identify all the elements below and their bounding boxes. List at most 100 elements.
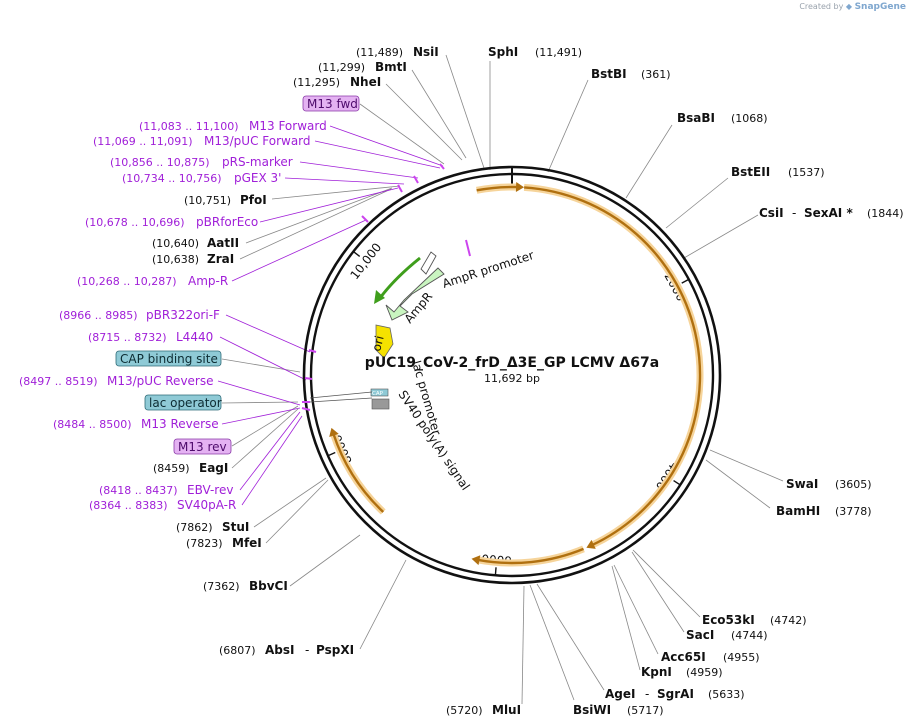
enzyme-pos-aatii: (10,640)	[152, 237, 199, 250]
connector-capsite	[221, 358, 301, 373]
connector-m13pucfwd	[314, 140, 441, 169]
enzyme-name-saci[interactable]: SacI	[686, 628, 714, 642]
primer-markers	[301, 163, 471, 411]
polya-feature	[371, 398, 390, 410]
enzyme-pos-eagi: (8459)	[153, 462, 190, 475]
tag-m13fwd[interactable]: M13 fwd	[307, 97, 358, 111]
orf-arc-4	[332, 433, 385, 513]
enzyme-name2-sexai[interactable]: SexAI *	[804, 206, 853, 220]
enzyme-name-acc65i[interactable]: Acc65I	[661, 650, 706, 664]
tag-m13rev[interactable]: M13 rev	[178, 440, 227, 454]
connector-absi	[359, 559, 407, 650]
enzyme-name-swai[interactable]: SwaI	[786, 477, 818, 491]
feature-name-m13pucrev[interactable]: M13/pUC Reverse	[107, 374, 214, 388]
ori-feature	[375, 324, 394, 359]
enzyme-name-mlui[interactable]: MluI	[492, 703, 521, 717]
enzyme-pos-saci: (4744)	[731, 629, 768, 642]
enzyme-name-aatii[interactable]: AatII	[207, 236, 239, 250]
enzyme-name-bsiwi[interactable]: BsiWI	[573, 703, 611, 717]
primer-ampr-marker	[465, 239, 471, 257]
enzyme-name-bmti[interactable]: BmtI	[375, 60, 407, 74]
connector-m13forward	[329, 125, 444, 167]
enzyme-name-bsabi[interactable]: BsaBI	[677, 111, 715, 125]
enzyme-name2-sgrai[interactable]: SgrAI	[657, 687, 694, 701]
enzyme-pos-bstbi: (361)	[641, 68, 671, 81]
primer-mark-e	[308, 349, 317, 353]
connector-lacop	[221, 401, 299, 404]
feature-name-ebvrev[interactable]: EBV-rev	[187, 483, 233, 497]
feature-name-prsmarker[interactable]: pRS-marker	[222, 155, 293, 169]
right-enzyme-labels: SphI (11,491) BstBI (361) BsaBI (1068) B…	[488, 45, 904, 717]
connector-m13fwd	[359, 103, 445, 165]
connector-ampr	[231, 219, 367, 282]
enzyme-pos-agei: (5633)	[708, 688, 745, 701]
primer-mark-f	[304, 377, 313, 380]
tag-m13fwd-box[interactable]	[302, 95, 360, 112]
enzyme-name-bbvci[interactable]: BbvCI	[249, 579, 288, 593]
enzyme-pos-mfei: (7823)	[186, 537, 223, 550]
feature-name-pgex3[interactable]: pGEX 3'	[234, 171, 281, 185]
feature-name-m13reverse[interactable]: M13 Reverse	[141, 417, 219, 431]
enzyme-name-csii[interactable]: CsiI	[759, 206, 784, 220]
enzyme-pos-bmti: (11,299)	[318, 61, 365, 74]
backbone	[302, 165, 722, 585]
left-labels: (11,489) NsiI (11,299) BmtI (11,295) Nhe…	[19, 45, 521, 717]
tag-capsite-box[interactable]	[115, 350, 222, 367]
connector-aatii	[245, 187, 393, 244]
feature-name-pbrforeco[interactable]: pBRforEco	[196, 215, 258, 229]
enzyme-name-bstbi[interactable]: BstBI	[591, 67, 627, 81]
enzyme-name-bamhi[interactable]: BamHI	[776, 504, 820, 518]
primer-mark-b	[413, 175, 419, 184]
connector-pbrforeco	[259, 187, 399, 223]
enzyme-pos-stui: (7862)	[176, 521, 213, 534]
enzyme-name2-pspxi[interactable]: PspXI	[316, 643, 354, 657]
orf-arc-4-glow	[330, 432, 386, 515]
feature-pos-pbrforeco: (10,678 .. 10,696)	[85, 216, 185, 229]
enzyme-pos-nhei: (11,295)	[293, 76, 340, 89]
enzyme-name-pfoi[interactable]: PfoI	[240, 193, 267, 207]
tag-capsite[interactable]: CAP binding site	[120, 352, 218, 366]
tag-m13rev-box[interactable]	[173, 438, 232, 455]
tag-lacop-box[interactable]	[144, 394, 222, 411]
feature-name-m13forward[interactable]: M13 Forward	[249, 119, 327, 133]
lac-line	[309, 391, 373, 399]
enzyme-name-absi[interactable]: AbsI	[265, 643, 294, 657]
enzyme-name-nhei[interactable]: NheI	[350, 75, 381, 89]
feature-pos-pgex3: (10,734 .. 10,756)	[122, 172, 222, 185]
ampr-feature	[385, 267, 445, 321]
enzyme-name-stui[interactable]: StuI	[222, 520, 249, 534]
enzyme-name-bsteii[interactable]: BstEII	[731, 165, 770, 179]
lac-line-2	[309, 397, 373, 403]
enzyme-pos-nsii: (11,489)	[356, 46, 403, 59]
enzyme-pos-mlui: (5720)	[446, 704, 483, 717]
enzyme-name-eco53ki[interactable]: Eco53kI	[702, 613, 755, 627]
feature-name-pbr322orif[interactable]: pBR322ori-F	[146, 308, 220, 322]
tag-lacop[interactable]: lac operator	[149, 396, 222, 410]
feature-name-sv40par[interactable]: SV40pA-R	[177, 498, 236, 512]
enzyme-name-mfei[interactable]: MfeI	[232, 536, 262, 550]
enzyme-name-kpni[interactable]: KpnI	[641, 665, 672, 679]
enzyme-pos-bamhi: (3778)	[835, 505, 872, 518]
connector-swai	[709, 449, 784, 482]
enzyme-name-sphi[interactable]: SphI	[488, 45, 518, 59]
connector-pfoi	[271, 185, 401, 200]
enzyme-name-zrai[interactable]: ZraI	[207, 252, 234, 266]
feature-name-l4440[interactable]: L4440	[176, 330, 213, 344]
feature-pos-ampr-primer: (10,268 .. 10,287)	[77, 275, 177, 288]
feature-name-m13pucfwd[interactable]: M13/pUC Forward	[204, 134, 311, 148]
credit-prefix: Created by	[799, 2, 844, 11]
connector-sv40par	[241, 415, 303, 506]
enzyme-pos-acc65i: (4955)	[723, 651, 760, 664]
enzyme-sep-agei: -	[645, 687, 649, 701]
snapgene-logo-icon: ◆	[845, 2, 853, 11]
orf-arc-3	[477, 547, 584, 565]
enzyme-name-nsii[interactable]: NsiI	[413, 45, 439, 59]
connector-pgex3	[284, 177, 405, 185]
orf-arc-2	[524, 186, 702, 547]
enzyme-name-eagi[interactable]: EagI	[199, 461, 228, 475]
feature-name-ampr-primer[interactable]: Amp-R	[188, 274, 228, 288]
enzyme-name-agei[interactable]: AgeI	[605, 687, 635, 701]
feature-pos-prsmarker: (10,856 .. 10,875)	[110, 156, 210, 169]
connector-bamhi	[705, 459, 771, 509]
